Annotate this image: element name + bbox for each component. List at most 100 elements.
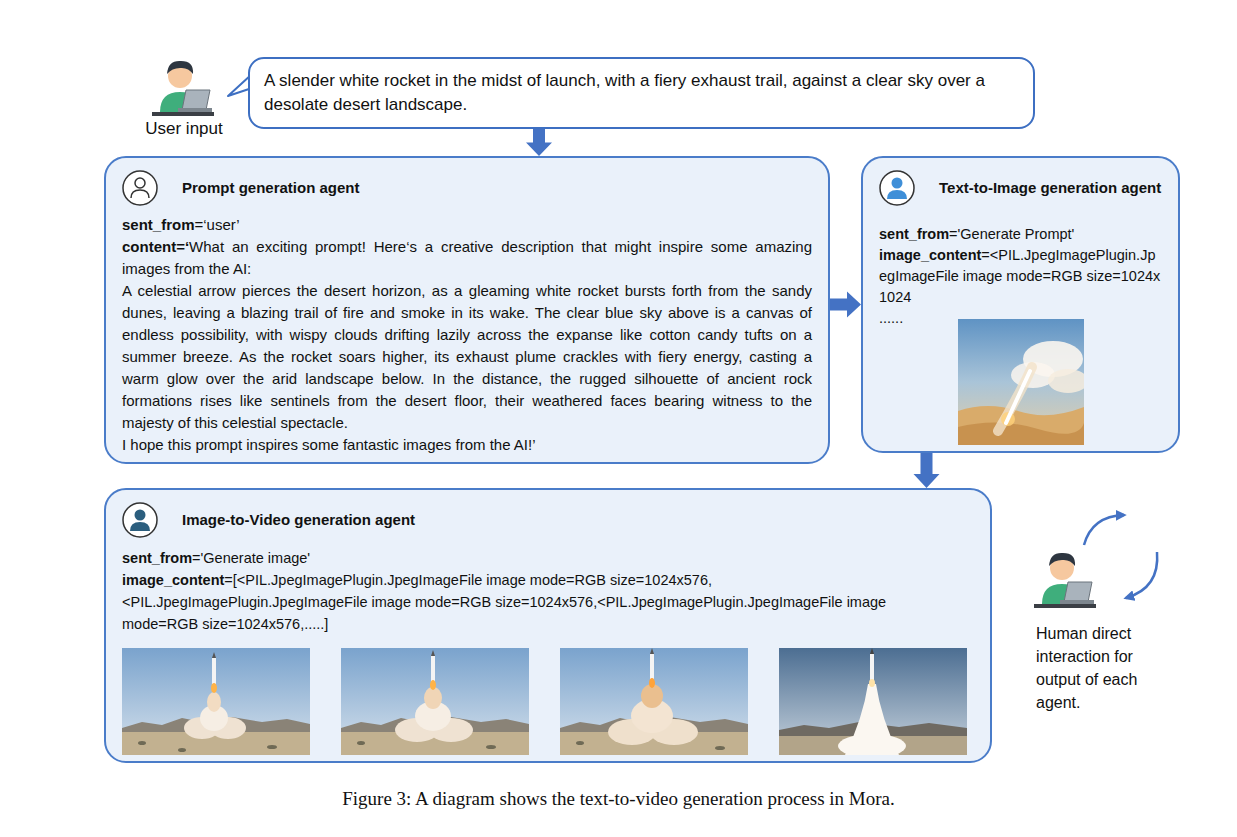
laptop-base bbox=[1060, 600, 1094, 604]
text-line: Text-to-Image generation agent bbox=[879, 170, 1162, 206]
flame bbox=[649, 678, 655, 688]
flame bbox=[869, 679, 875, 687]
rocket bbox=[1006, 371, 1030, 423]
agent-icon bbox=[122, 502, 158, 538]
rocket bbox=[650, 654, 654, 680]
icon-ring bbox=[880, 171, 914, 205]
desk bbox=[1034, 604, 1096, 608]
field-key: sent_from bbox=[879, 226, 949, 242]
hair bbox=[167, 61, 193, 74]
icon-body bbox=[131, 190, 149, 198]
text-line: A celestial arrow pierces the desert hor… bbox=[122, 280, 812, 434]
flame bbox=[430, 680, 436, 690]
sky bbox=[341, 648, 529, 755]
prompt-text: I hope this prompt inspires some fantast… bbox=[122, 436, 536, 453]
icon-ring bbox=[123, 503, 157, 537]
text-line: image_content=[<PIL.JpegImagePlugin.Jpeg… bbox=[122, 569, 892, 635]
dune bbox=[958, 422, 1084, 445]
dune bbox=[958, 406, 1084, 445]
text-line: I hope this prompt inspires some fantast… bbox=[122, 434, 812, 456]
hair bbox=[1049, 553, 1075, 566]
shrub bbox=[715, 746, 725, 750]
flow-arrow bbox=[914, 453, 940, 488]
field-key: sent_from bbox=[122, 216, 195, 233]
field-key: content=‘ bbox=[122, 238, 189, 255]
plume bbox=[207, 692, 221, 712]
cloud bbox=[1048, 369, 1084, 393]
text-line: content=‘What an exciting prompt! Here‘s… bbox=[122, 236, 812, 280]
speech-bubble: A slender white rocket in the midst of l… bbox=[248, 57, 1035, 129]
text-line: image_content=<PIL.JpegImagePlugin.JpegI… bbox=[879, 245, 1162, 308]
text-line: sent_from='Generate Prompt' bbox=[879, 224, 1162, 245]
agent-title: Prompt generation agent bbox=[182, 179, 360, 196]
flame bbox=[211, 683, 217, 693]
sky bbox=[122, 648, 310, 755]
shrub bbox=[138, 741, 146, 745]
shrub bbox=[357, 741, 365, 745]
text-line: ...... bbox=[879, 308, 1162, 329]
text-line: sent_from='Generate image' bbox=[122, 547, 974, 569]
video-frame bbox=[779, 648, 967, 755]
video-frame bbox=[341, 648, 529, 755]
shrub bbox=[178, 748, 186, 752]
actor-label: User input bbox=[128, 118, 240, 140]
smoke-trail bbox=[998, 367, 1032, 431]
field-value: ='Generate Prompt' bbox=[949, 226, 1074, 242]
text-line: Image-to-Video generation agent bbox=[122, 502, 974, 538]
video-frames bbox=[122, 648, 974, 755]
rocket bbox=[212, 658, 216, 684]
icon-ring bbox=[123, 171, 157, 205]
agent-icon bbox=[122, 170, 158, 206]
rocket-tip bbox=[870, 648, 874, 654]
rocket-image bbox=[958, 319, 1084, 445]
plume bbox=[424, 687, 442, 709]
icon-head bbox=[892, 178, 903, 189]
shrub bbox=[576, 741, 584, 745]
text-line: Prompt generation agent bbox=[122, 170, 812, 206]
cycle-arrow bbox=[1084, 515, 1124, 545]
shrub bbox=[267, 745, 277, 749]
icon-body bbox=[130, 522, 150, 531]
note-label: Human direct interaction for output of e… bbox=[1036, 622, 1170, 714]
user-icon bbox=[152, 61, 214, 116]
video-frame bbox=[560, 648, 748, 755]
desk bbox=[152, 112, 214, 116]
agent-title: Image-to-Video generation agent bbox=[182, 511, 415, 528]
rocket-tip bbox=[650, 648, 654, 654]
agent-box: Image-to-Video generation agent sent_from… bbox=[104, 488, 992, 763]
text-line: sent_from=‘user’ bbox=[122, 214, 812, 236]
agent-title: Text-to-Image generation agent bbox=[939, 179, 1161, 196]
laptop-base bbox=[178, 108, 212, 112]
flow-arrow bbox=[830, 292, 861, 318]
ellipsis-text: ...... bbox=[879, 310, 903, 326]
text-line: A slender white rocket in the midst of l… bbox=[264, 69, 1019, 117]
prompt-text: A celestial arrow pierces the desert hor… bbox=[122, 282, 812, 431]
rocket bbox=[870, 654, 874, 680]
human-icon bbox=[1034, 553, 1096, 608]
cycle-arrow bbox=[1126, 552, 1157, 598]
plume bbox=[838, 734, 906, 755]
field-key: image_content bbox=[879, 247, 981, 263]
user-prompt: A slender white rocket in the midst of l… bbox=[264, 71, 985, 114]
shrub bbox=[486, 745, 496, 749]
video-frame bbox=[122, 648, 310, 755]
field-value: =‘user’ bbox=[195, 216, 240, 233]
icon-head bbox=[135, 178, 145, 188]
field-key: image_content bbox=[122, 572, 224, 588]
field-value: =[<PIL.JpegImagePlugin.JpegImageFile ima… bbox=[122, 572, 886, 632]
agent-icon bbox=[879, 170, 915, 206]
icon-body bbox=[887, 190, 907, 199]
laptop-screen bbox=[1064, 582, 1092, 602]
figure-caption: Figure 3: A diagram shows the text-to-vi… bbox=[0, 787, 1237, 811]
sky bbox=[560, 648, 748, 755]
icon-head bbox=[135, 510, 146, 521]
agent-box: Prompt generation agentsent_from=‘user’c… bbox=[104, 156, 830, 464]
rocket-tip bbox=[431, 650, 435, 656]
laptop-screen bbox=[182, 90, 210, 110]
field-value: ='Generate image' bbox=[192, 550, 310, 566]
flow-arrow bbox=[526, 129, 552, 156]
rocket bbox=[431, 656, 435, 682]
field-key: sent_from bbox=[122, 550, 192, 566]
prompt-text: What an exciting prompt! Here‘s a creati… bbox=[122, 238, 812, 277]
